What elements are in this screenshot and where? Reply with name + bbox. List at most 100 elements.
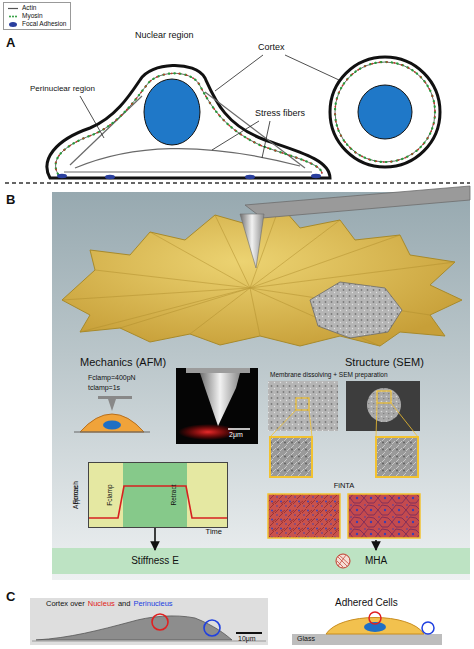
mha-icon: [337, 555, 349, 567]
leader-line: [285, 55, 339, 80]
afm-icon: [74, 432, 150, 433]
sem-images: [268, 381, 420, 538]
caption-text: Nucleus: [88, 600, 115, 609]
clamp-band: Fclamp: [123, 463, 187, 527]
sem-images: [309, 410, 312, 437]
afm-tip-image: [186, 368, 250, 373]
round-cortex: [335, 62, 435, 162]
sem-images: [270, 410, 296, 437]
parameter-label: tclamp=1s: [88, 384, 120, 392]
node-text: FiNTA: [334, 482, 355, 491]
legend-box: ActinMyosinFocal Adhesion: [3, 2, 71, 30]
result-band: [52, 548, 470, 574]
panel-c-art: [30, 598, 442, 645]
region-label: Perinuclear region: [30, 84, 95, 93]
mha-icon: [336, 554, 350, 568]
afm-tip-image: [200, 373, 240, 426]
substrate-line: [5, 182, 470, 184]
leader-line: [80, 55, 339, 158]
stress-fiber: [205, 92, 305, 168]
sem-side-image: [30, 598, 268, 645]
leader-line: [215, 55, 263, 91]
sem-images: [268, 494, 340, 538]
scale-bar: [236, 632, 262, 634]
nucleus: [358, 85, 412, 139]
nucleus: [144, 79, 200, 145]
node-text: Fclamp: [106, 484, 113, 505]
sem-images: [367, 388, 401, 422]
round-cortex: [335, 62, 435, 162]
round-cortex: [335, 62, 435, 162]
leader-line: [212, 121, 259, 150]
sem-images: [270, 437, 312, 477]
cell-texture: [62, 205, 455, 346]
legend-item: Myosin: [7, 12, 66, 20]
substrate-line: [32, 641, 266, 642]
round-cell-outline: [330, 57, 440, 167]
afm-icon: [108, 399, 116, 411]
cortex-line: [56, 73, 322, 174]
node-text: Force: [72, 485, 81, 504]
sem-images: [270, 403, 418, 437]
focal-adhesion: [311, 174, 321, 178]
panel-a-art: [5, 55, 470, 183]
afm-icon: [80, 414, 144, 432]
force-plot: ApproachFclampRetractForceTime: [88, 462, 228, 528]
sem-images: [268, 381, 338, 431]
perinucleus-marker: [422, 622, 434, 634]
step-label: Membrane dissolving + SEM preparation: [270, 371, 388, 378]
section-title: Structure (SEM): [345, 356, 424, 369]
round-cortex: [335, 62, 435, 162]
approach-band: Approach: [89, 463, 123, 527]
sem-images: [391, 403, 418, 437]
force-plot-art: [89, 463, 227, 527]
force-plot-art: [123, 463, 187, 527]
sem-images: [377, 391, 391, 403]
legend-item: Actin: [7, 4, 66, 12]
stress-fiber: [75, 149, 300, 168]
icon-title: Adhered Cells: [335, 597, 398, 609]
retract-band: Retract: [187, 463, 227, 527]
panel-background: [52, 192, 470, 580]
cortex-line: [56, 73, 322, 174]
nucleus-marker: [369, 612, 381, 624]
cortex-line: [56, 73, 322, 174]
panel-letter: A: [6, 36, 15, 51]
afm-cantilever: [240, 186, 470, 268]
afm-tip-image: [176, 368, 258, 444]
part-label: Stress fibers: [255, 108, 305, 118]
flow-arrow: [375, 540, 377, 550]
afm-icon: [74, 396, 150, 432]
cortex-line: [56, 73, 322, 174]
sem-patch: [310, 282, 402, 338]
legend-text: Focal Adhesion: [22, 20, 66, 27]
caption-row: Cortex overNucleusandPerinucleus: [46, 600, 173, 609]
sem-images: [348, 494, 420, 538]
sem-images: [376, 403, 377, 437]
scale-label: 10μm: [238, 635, 256, 643]
afm-cantilever: [245, 186, 470, 218]
node-text: Time: [206, 528, 222, 537]
node-text: Retract: [170, 485, 177, 506]
focal-adhesion: [105, 175, 115, 179]
parameter-label: Fclamp=400pN: [88, 374, 136, 382]
glass-slab: [292, 634, 442, 645]
node-text: Stiffness E: [131, 555, 179, 567]
perinucleus-marker: [204, 620, 220, 636]
panel-letter: C: [6, 590, 15, 605]
leader-line: [262, 121, 270, 158]
part-label: Glass: [297, 635, 315, 643]
sem-images: [346, 381, 420, 431]
afm-cantilever: [240, 214, 264, 268]
sem-images: [296, 398, 309, 410]
afm-icon: [98, 396, 132, 399]
legend-item: Focal Adhesion: [7, 20, 66, 28]
adhered-cell-outline: [47, 65, 330, 178]
sem-images: [376, 437, 418, 477]
cell-icon: [326, 618, 424, 635]
afm-icon: [103, 421, 121, 430]
part-label: Cortex: [258, 42, 285, 52]
leader-line: [80, 96, 104, 138]
